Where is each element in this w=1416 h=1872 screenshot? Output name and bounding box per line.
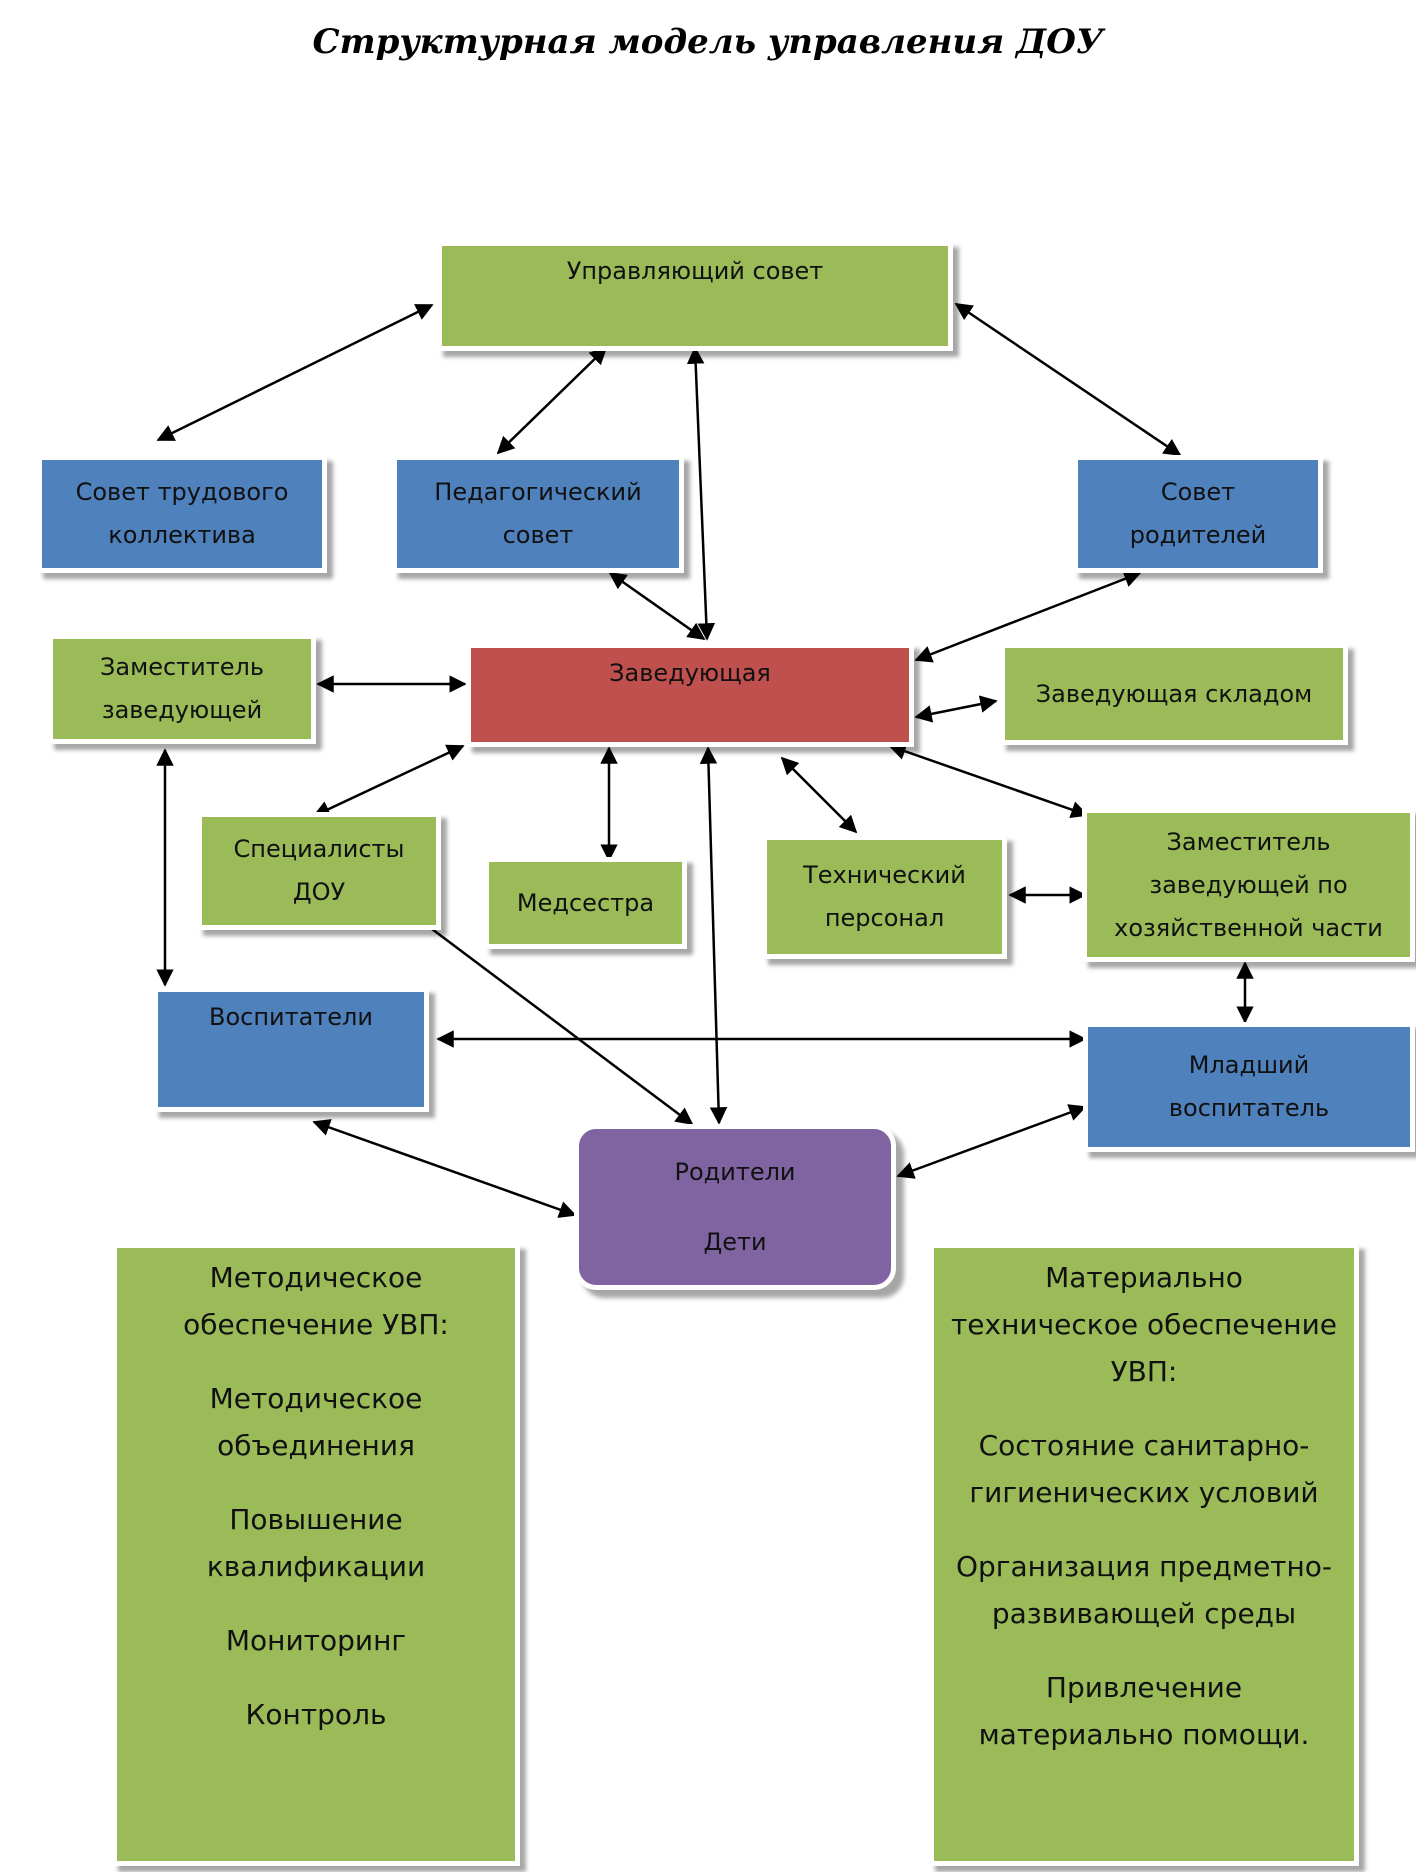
junior-educator-box: Младший воспитатель: [1083, 1022, 1415, 1152]
warehouse-head-label: Заведующая складом: [1035, 679, 1313, 708]
nurse-label: Медсестра: [516, 888, 655, 917]
governing-council-label: Управляющий совет: [566, 257, 824, 285]
arrow-head-warehouse: [914, 695, 998, 723]
methodical-item-3: Мониторинг: [225, 1624, 407, 1657]
arrow-council-head: [686, 346, 716, 641]
arrow-educators-parents-children: [312, 1119, 577, 1218]
arrow-head-technical: [780, 756, 858, 834]
parents-children-label-line-1: Родители: [674, 1158, 796, 1186]
deputy-head-label-line-1: Заместитель: [100, 653, 264, 681]
methodical-item-4: Контроль: [245, 1698, 387, 1731]
methodical-heading-line-1: Методическое: [209, 1261, 423, 1294]
head-box: Заведующая: [466, 643, 914, 747]
pedagogical-council-box: Педагогический совет: [392, 455, 684, 573]
specialists-box: Специалисты ДОУ: [197, 812, 441, 930]
arrow-council-labor: [156, 303, 434, 442]
deputy-household-label-line-2: заведующей по: [1149, 870, 1348, 899]
material-support-panel: Материально техническое обеспечение УВП:…: [929, 1243, 1359, 1866]
arrow-council-parents: [954, 302, 1182, 457]
arrow-pedagogical-head: [608, 571, 706, 641]
junior-educator-label-line-1: Младший: [1188, 1051, 1310, 1079]
educators-box: Воспитатели: [153, 987, 429, 1112]
arrow-parents-head: [914, 570, 1142, 663]
arrow-head-deputy-household: [888, 742, 1089, 819]
parents-council-label-line-1: Совет: [1160, 478, 1236, 506]
deputy-head-box: Заместитель заведующей: [48, 634, 316, 744]
governing-council-box: Управляющий совет: [437, 241, 953, 351]
deputy-household-label-line-3: хозяйственной части: [1114, 913, 1383, 942]
material-heading-line-3: УВП:: [1110, 1355, 1178, 1388]
head-label: Заведующая: [609, 659, 771, 687]
parents-council-box: Совет родителей: [1073, 455, 1323, 573]
junior-educator-label-line-2: воспитатель: [1168, 1094, 1330, 1122]
arrow-council-pedagogical: [496, 346, 608, 455]
material-item-3-line-2: материально помощи.: [978, 1718, 1310, 1751]
deputy-household-box: Заместитель заведующей по хозяйственной …: [1082, 808, 1415, 962]
material-item-1-line-1: Состояние санитарно-: [978, 1429, 1310, 1462]
specialists-label-line-2: ДОУ: [292, 878, 346, 906]
arrow-head-specialists: [312, 744, 465, 818]
parents-council-label-line-2: родителей: [1129, 521, 1267, 549]
material-item-2-line-1: Организация предметно-: [955, 1550, 1333, 1583]
technical-staff-box: Технический персонал: [762, 835, 1007, 959]
deputy-household-label-line-1: Заместитель: [1166, 827, 1331, 856]
pedagogical-council-label-line-2: совет: [502, 521, 574, 549]
page-title: Структурная модель управления ДОУ: [312, 22, 1104, 62]
material-item-1-line-2: гигиенических условий: [969, 1476, 1319, 1509]
labor-council-box: Совет трудового коллектива: [37, 455, 327, 573]
arrow-head-parents-children: [699, 746, 728, 1125]
material-heading-line-1: Материально: [1045, 1261, 1243, 1294]
methodical-heading-line-2: обеспечение УВП:: [183, 1308, 449, 1341]
methodical-item-1-line-1: Методическое: [209, 1382, 423, 1415]
educators-label: Воспитатели: [208, 1003, 373, 1031]
methodical-item-1-line-2: объединения: [217, 1429, 415, 1462]
parents-children-box: Родители Дети: [574, 1124, 896, 1290]
technical-staff-label-line-2: персонал: [824, 904, 945, 932]
parents-children-label-line-2: Дети: [703, 1228, 767, 1256]
nurse-box: Медсестра: [484, 857, 687, 949]
material-item-3-line-1: Привлечение: [1045, 1671, 1243, 1704]
methodical-support-panel: Методическое обеспечение УВП: Методическ…: [112, 1243, 520, 1866]
arrow-junior-parents-children: [896, 1104, 1087, 1179]
material-heading-line-2: техническое обеспечение: [951, 1308, 1337, 1341]
material-item-2-line-2: развивающей среды: [991, 1597, 1297, 1630]
methodical-item-2-line-2: квалификации: [206, 1550, 426, 1583]
warehouse-head-box: Заведующая складом: [1000, 643, 1348, 745]
technical-staff-label-line-1: Технический: [803, 861, 966, 889]
arrow-specialists-parents-children: [402, 906, 694, 1126]
labor-council-label-line-2: коллектива: [108, 521, 256, 549]
pedagogical-council-label-line-1: Педагогический: [434, 478, 642, 506]
methodical-item-2-line-1: Повышение: [229, 1503, 403, 1536]
deputy-head-label-line-2: заведующей: [101, 696, 263, 724]
labor-council-label-line-1: Совет трудового: [75, 478, 289, 506]
specialists-label-line-1: Специалисты: [233, 835, 405, 863]
